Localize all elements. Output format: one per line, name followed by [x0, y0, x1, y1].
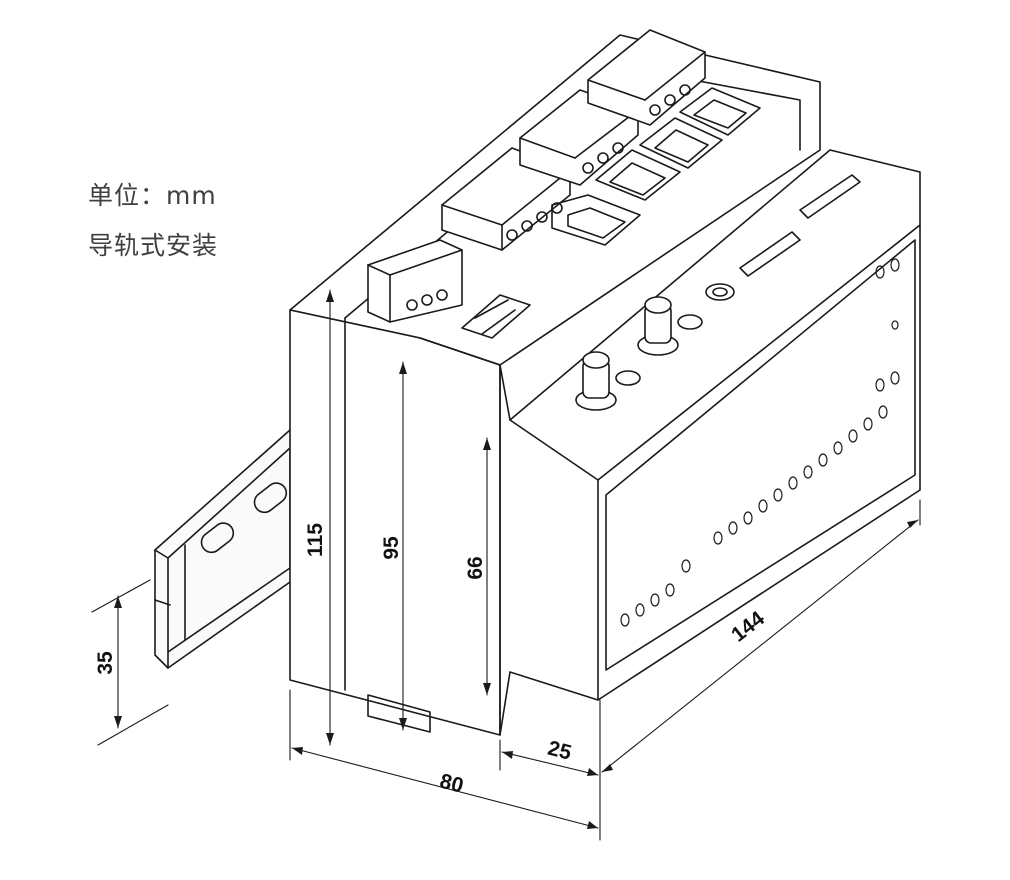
terminal-block-small: [367, 239, 463, 323]
dimension-lines: [91, 289, 921, 841]
rj45-port-1: [551, 194, 641, 246]
dimension-label-step-depth: 25: [545, 737, 574, 765]
unit-note: 单位：mm: [88, 181, 217, 210]
status-led: [705, 283, 735, 301]
din-rail: [154, 429, 301, 669]
switch-slots: [739, 174, 861, 277]
dimension-label-body-height: 95: [380, 536, 403, 560]
dimension-label-width: 144: [727, 607, 769, 647]
terminal-block-3: [587, 29, 706, 126]
rj45-port-2: [595, 149, 681, 201]
vent-grid: [461, 294, 531, 339]
mounting-note: 导轨式安装: [88, 231, 219, 260]
rj45-port-3: [639, 117, 723, 169]
dimension-label-depth: 80: [437, 770, 465, 798]
dimension-label-rail-height: 35: [94, 651, 117, 675]
terminal-block-1: [441, 147, 571, 251]
dimension-label-overall-height: 115: [304, 523, 327, 557]
dimension-label-front-height: 66: [464, 556, 487, 579]
antenna-connector-1: [575, 351, 641, 411]
indicator-holes: [620, 258, 900, 627]
antenna-connector-2: [637, 296, 703, 356]
terminal-block-2: [519, 89, 639, 186]
rj45-port-4: [679, 87, 761, 136]
dimension-arrows: [114, 290, 918, 829]
